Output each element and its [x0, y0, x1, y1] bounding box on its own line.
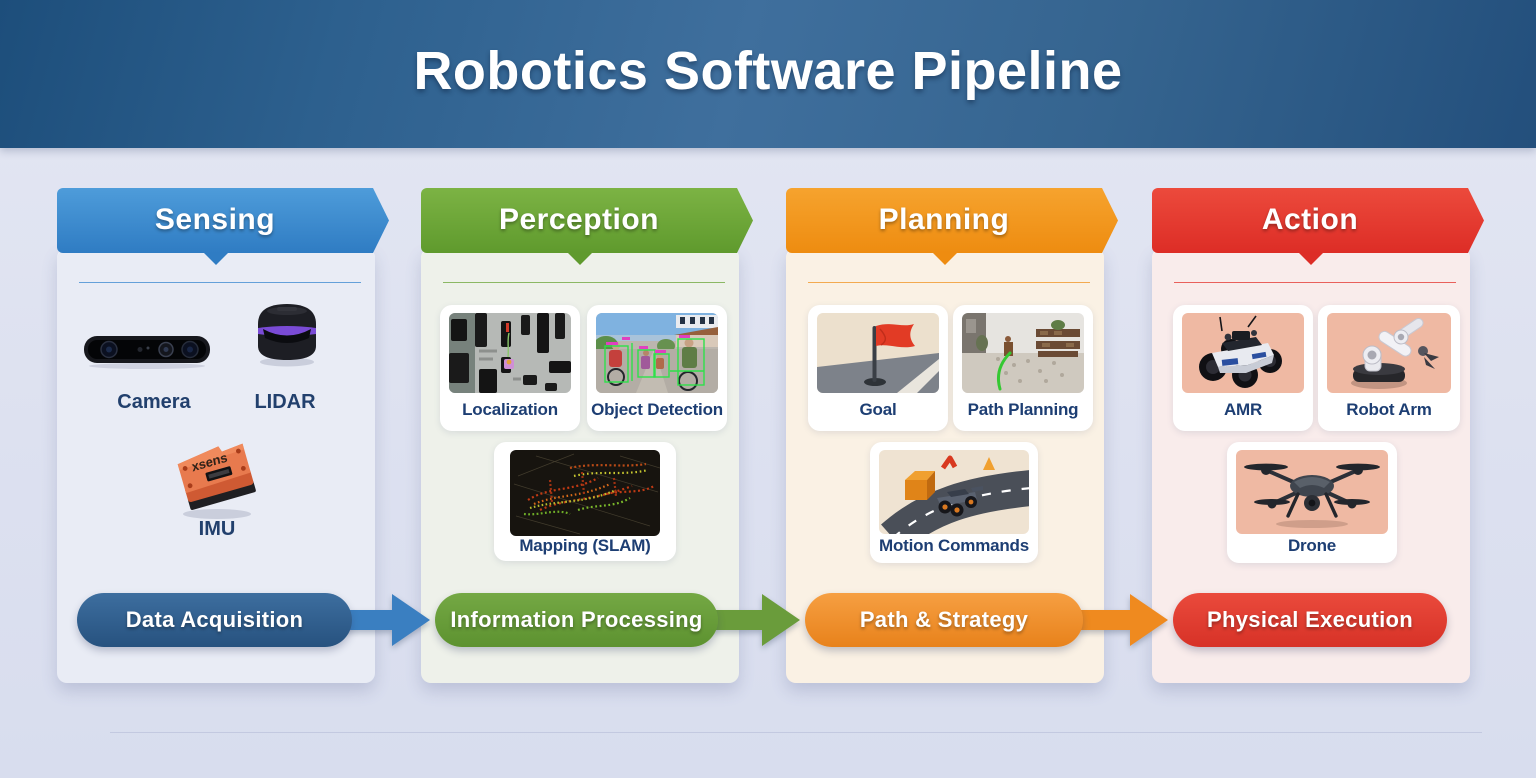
perception-card-object-detection: Object Detection	[587, 305, 727, 431]
item-caption: Motion Commands	[879, 536, 1029, 555]
action-output-label: Physical Execution	[1207, 607, 1413, 632]
perception-header-label: Perception	[498, 203, 660, 236]
item-caption: Drone	[1287, 536, 1337, 555]
item-caption: Goal	[859, 399, 897, 419]
page-title: Robotics Software Pipeline	[413, 41, 1123, 101]
perception-header-ribbon: Perception	[421, 188, 753, 253]
path-point-cloud-icon	[962, 313, 1084, 393]
item-caption: AMR	[1223, 399, 1263, 419]
planning-card-goal: Goal	[808, 305, 948, 431]
item-caption: Robot Arm	[1346, 399, 1432, 419]
sensing-header-ribbon: Sensing	[57, 188, 389, 253]
perception-output-banner: Information Processing	[435, 593, 718, 647]
action-card-amr: AMR	[1173, 305, 1313, 431]
item-caption: Path Planning	[967, 399, 1079, 419]
sensing-output-banner: Data Acquisition	[77, 593, 352, 647]
action-header-label: Action	[1261, 203, 1359, 236]
action-card-robot-arm: Robot Arm	[1318, 305, 1460, 431]
imu-sensor-icon: xsens	[177, 443, 256, 519]
planning-output-label: Path & Strategy	[859, 607, 1029, 632]
rover-robot-icon	[1182, 313, 1304, 393]
sensing-item-lidar-label: LIDAR	[254, 391, 316, 413]
perception-card-mapping-slam: Mapping (SLAM)	[494, 442, 676, 561]
flow-arrow-planning-to-action	[1078, 594, 1168, 646]
action-divider	[1174, 282, 1456, 283]
robot-arm-icon	[1327, 313, 1451, 393]
planning-card-path-planning: Path Planning	[953, 305, 1093, 431]
planning-divider	[808, 282, 1090, 283]
perception-output-label: Information Processing	[450, 607, 703, 632]
action-output-banner: Physical Execution	[1173, 593, 1447, 647]
action-header-notch	[1298, 252, 1324, 265]
flow-arrow-sensing-to-perception	[340, 594, 430, 646]
action-card-drone: Drone	[1227, 442, 1397, 563]
perception-divider	[443, 282, 725, 283]
red-flag-icon	[817, 313, 939, 393]
pipeline-stage-perception: Perception	[421, 188, 739, 683]
occupancy-grid-map-icon	[449, 313, 571, 393]
planning-card-motion-commands: Motion Commands	[870, 442, 1038, 563]
flow-arrow-perception-to-planning	[710, 594, 800, 646]
planning-output-banner: Path & Strategy	[805, 593, 1083, 647]
sensing-output-label: Data Acquisition	[125, 607, 304, 632]
lidar-puck-icon	[258, 304, 316, 367]
item-caption: Mapping (SLAM)	[519, 536, 651, 555]
lidar-point-cloud-icon	[510, 450, 660, 536]
perception-card-localization: Localization	[440, 305, 580, 431]
stereo-camera-icon	[84, 336, 210, 369]
drone-icon	[1236, 450, 1388, 534]
perception-header-notch	[567, 252, 593, 265]
planning-header-ribbon: Planning	[786, 188, 1118, 253]
sensing-divider	[79, 282, 361, 283]
title-banner: Robotics Software Pipeline	[0, 0, 1536, 148]
item-caption: Object Detection	[591, 399, 723, 419]
planning-header-notch	[932, 252, 958, 265]
bottom-divider-line	[110, 732, 1482, 733]
planning-header-label: Planning	[878, 203, 1010, 236]
sensing-header-notch	[203, 252, 229, 265]
sensing-header-label: Sensing	[154, 203, 276, 236]
action-header-ribbon: Action	[1152, 188, 1484, 253]
car-on-road-icon	[879, 450, 1029, 534]
sensing-item-imu-label: IMU	[198, 518, 236, 540]
item-caption: Localization	[462, 399, 558, 419]
detection-bounding-boxes-icon	[596, 313, 718, 393]
sensing-item-camera-label: Camera	[117, 391, 191, 413]
